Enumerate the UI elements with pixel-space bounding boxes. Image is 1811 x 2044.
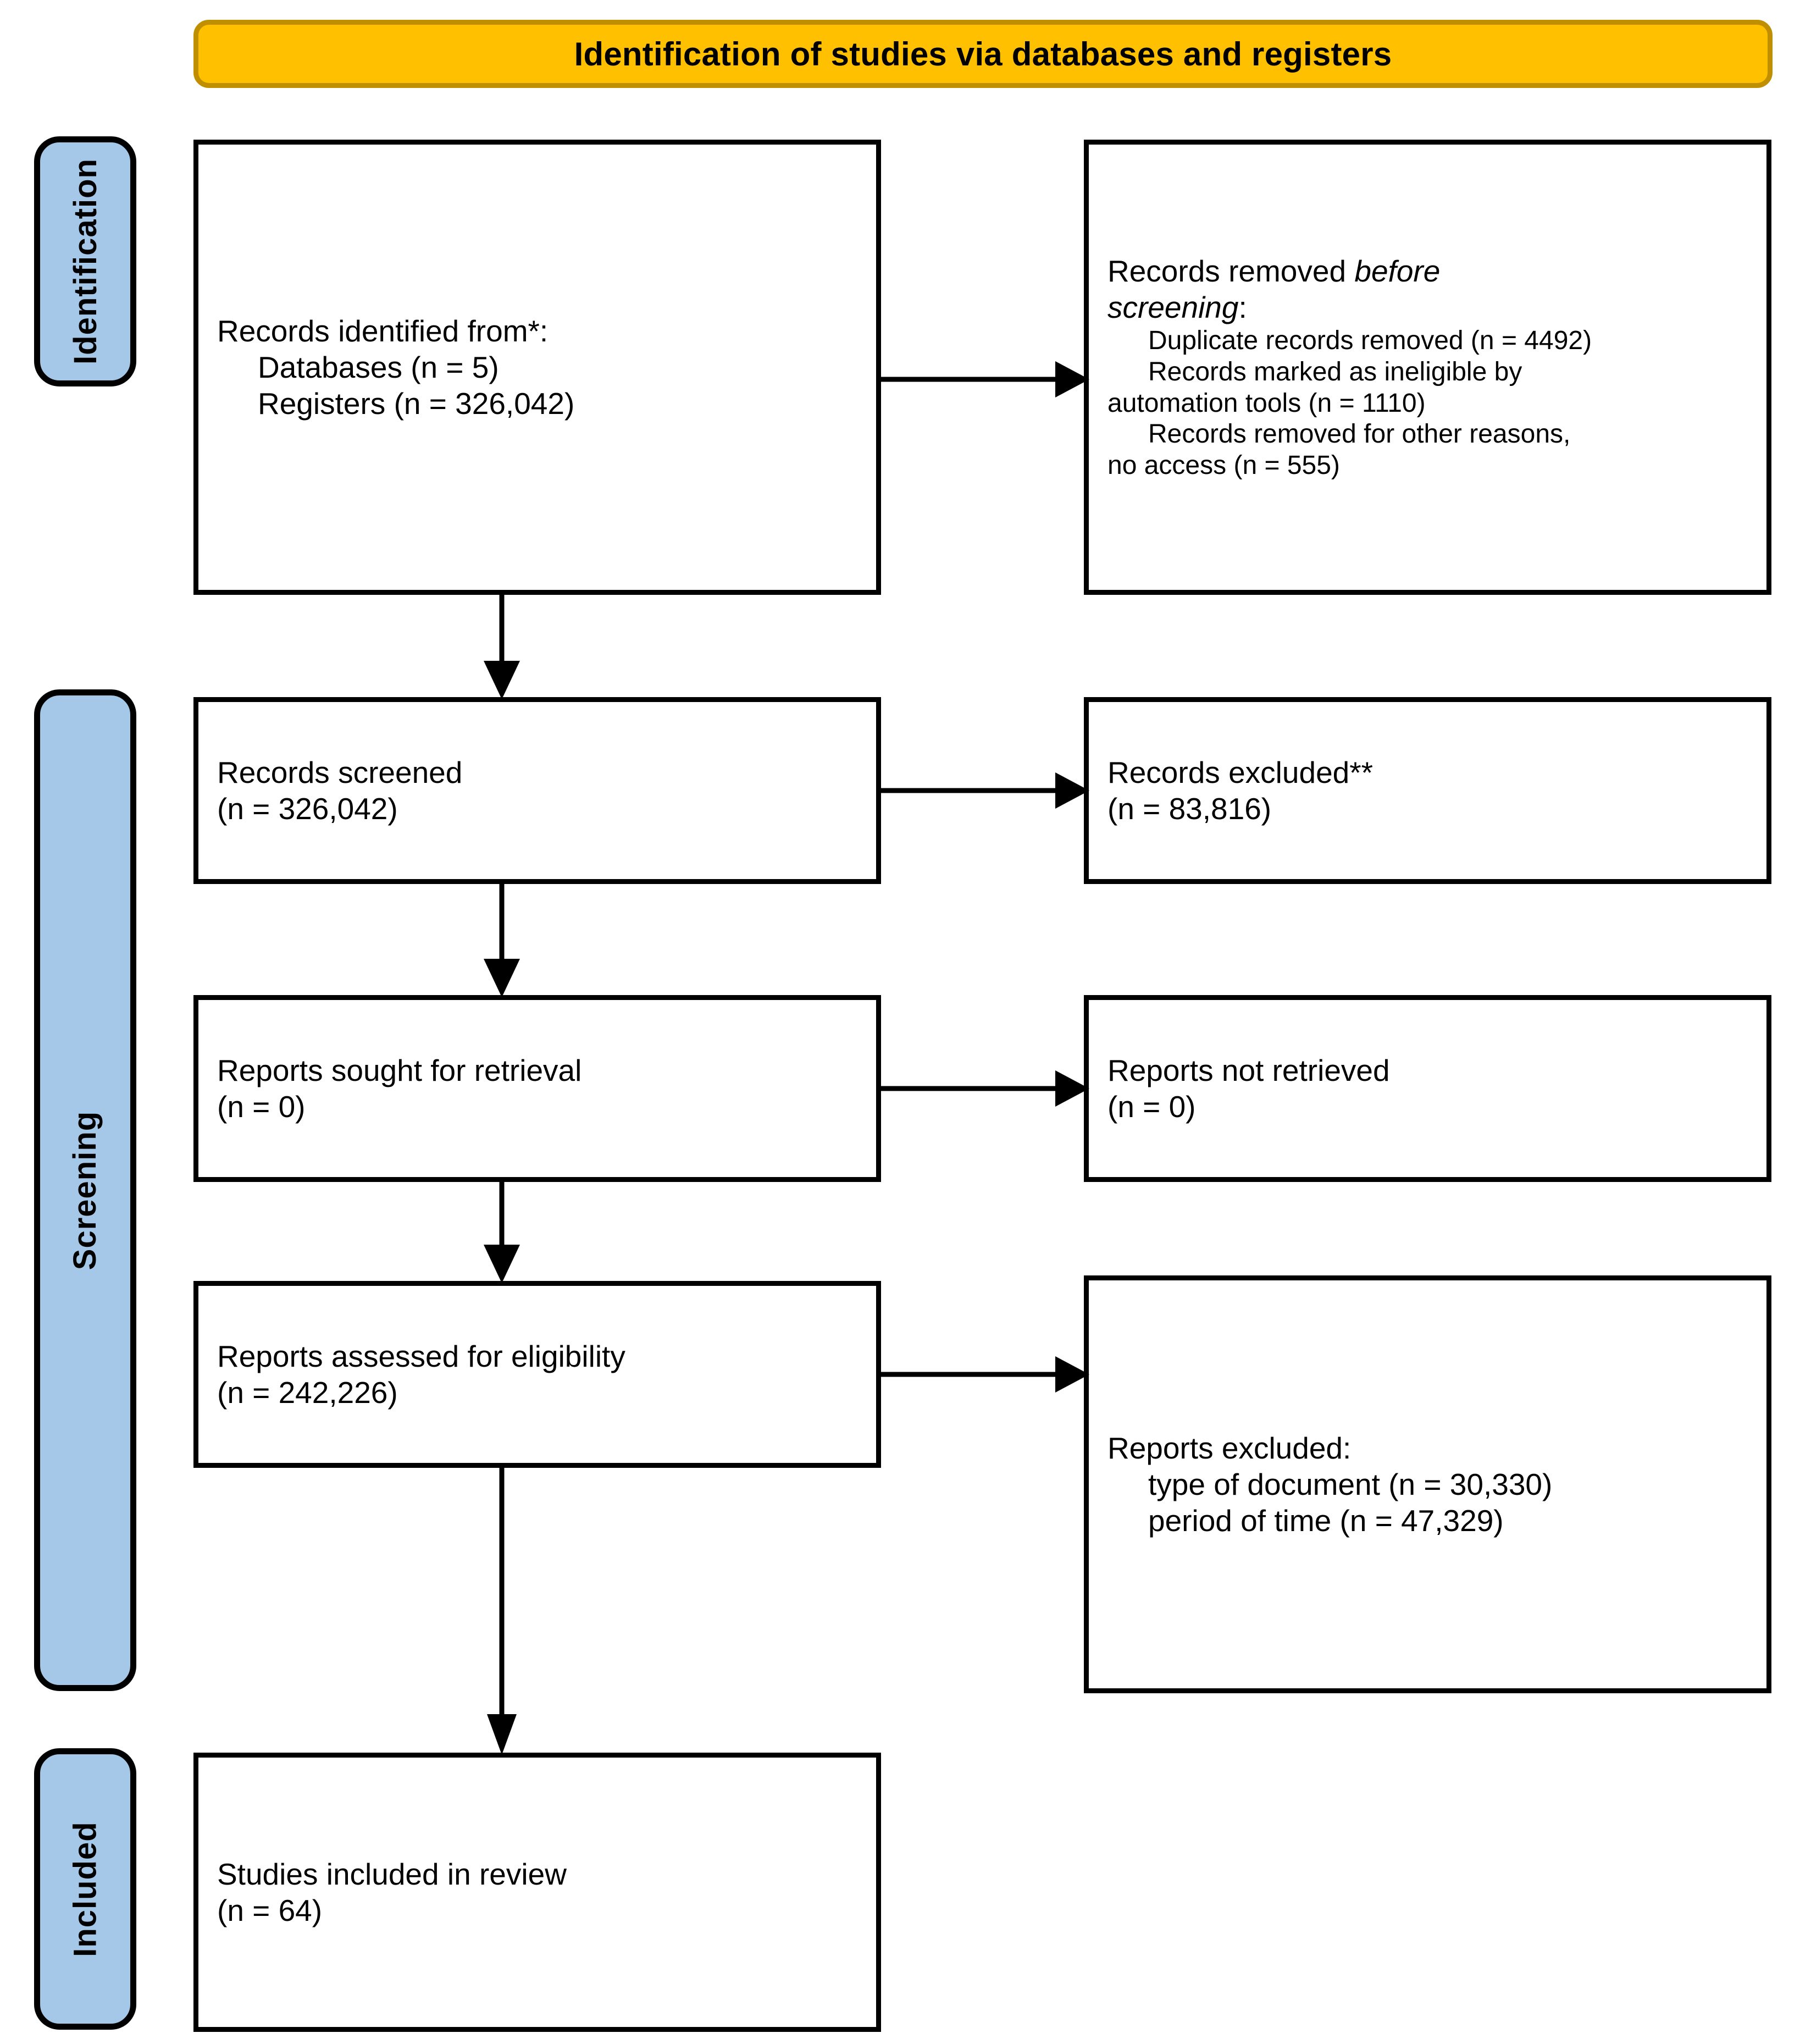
records-screened-label: Records screened bbox=[217, 755, 463, 789]
box-records-removed-before-screening: Records removed before screening: Duplic… bbox=[1084, 140, 1771, 595]
stage-label-identification-text: Identification bbox=[67, 158, 103, 364]
arrow-assessed-to-reports-excluded bbox=[879, 1350, 1089, 1399]
stage-label-screening-text: Screening bbox=[67, 1111, 103, 1270]
page-title: Identification of studies via databases … bbox=[574, 35, 1392, 73]
records-removed-ineligible-1: Records marked as ineligible by bbox=[1148, 357, 1522, 387]
stage-label-included-text: Included bbox=[67, 1821, 103, 1957]
records-removed-duplicates: Duplicate records removed (n = 4492) bbox=[1148, 326, 1592, 356]
records-removed-ineligible-2: automation tools (n = 1110) bbox=[1107, 388, 1426, 418]
arrow-sought-to-not-retrieved bbox=[879, 1064, 1089, 1113]
records-removed-title-line1: Records removed before bbox=[1107, 253, 1748, 289]
reports-excluded-type-of-document: type of document (n = 30,330) bbox=[1148, 1467, 1553, 1501]
reports-not-retrieved-label: Reports not retrieved bbox=[1107, 1053, 1390, 1087]
box-reports-assessed-for-eligibility: Reports assessed for eligibility (n = 24… bbox=[193, 1281, 881, 1468]
box-records-excluded: Records excluded** (n = 83,816) bbox=[1084, 697, 1771, 884]
records-removed-title-italic-1: before bbox=[1354, 254, 1441, 289]
records-removed-other-2: no access (n = 555) bbox=[1107, 450, 1340, 480]
arrow-assessed-to-included bbox=[477, 1468, 527, 1755]
stage-label-included: Included bbox=[34, 1748, 136, 2030]
reports-not-retrieved-count: (n = 0) bbox=[1107, 1090, 1196, 1124]
reports-sought-count: (n = 0) bbox=[217, 1090, 306, 1124]
arrow-identified-to-screened bbox=[477, 595, 527, 699]
diagram-header-banner: Identification of studies via databases … bbox=[193, 20, 1773, 88]
records-excluded-count: (n = 83,816) bbox=[1107, 792, 1272, 826]
arrow-identified-to-removed bbox=[879, 355, 1089, 404]
reports-assessed-count: (n = 242,226) bbox=[217, 1375, 398, 1410]
records-excluded-label: Records excluded** bbox=[1107, 755, 1374, 789]
box-records-identified: Records identified from*: Databases (n =… bbox=[193, 140, 881, 595]
records-identified-registers: Registers (n = 326,042) bbox=[258, 386, 575, 421]
arrow-sought-to-assessed bbox=[477, 1182, 527, 1283]
reports-assessed-label: Reports assessed for eligibility bbox=[217, 1339, 625, 1373]
stage-label-identification: Identification bbox=[34, 136, 136, 386]
stage-label-screening: Screening bbox=[34, 689, 136, 1691]
arrow-screened-to-sought bbox=[477, 884, 527, 997]
reports-sought-label: Reports sought for retrieval bbox=[217, 1053, 582, 1087]
box-reports-not-retrieved: Reports not retrieved (n = 0) bbox=[1084, 995, 1771, 1182]
box-reports-excluded-reasons: Reports excluded: type of document (n = … bbox=[1084, 1275, 1771, 1693]
records-removed-title-line2: screening: bbox=[1107, 289, 1748, 325]
studies-included-label: Studies included in review bbox=[217, 1857, 567, 1891]
box-records-screened: Records screened (n = 326,042) bbox=[193, 697, 881, 884]
records-screened-count: (n = 326,042) bbox=[217, 792, 398, 826]
box-reports-sought-for-retrieval: Reports sought for retrieval (n = 0) bbox=[193, 995, 881, 1182]
studies-included-count: (n = 64) bbox=[217, 1893, 323, 1927]
records-identified-title: Records identified from*: bbox=[217, 314, 549, 348]
records-removed-title-italic-2: screening bbox=[1107, 290, 1239, 325]
arrow-screened-to-excluded bbox=[879, 766, 1089, 815]
records-identified-databases: Databases (n = 5) bbox=[258, 350, 499, 384]
box-studies-included-in-review: Studies included in review (n = 64) bbox=[193, 1753, 881, 2032]
reports-excluded-title: Reports excluded: bbox=[1107, 1431, 1352, 1465]
reports-excluded-period-of-time: period of time (n = 47,329) bbox=[1148, 1504, 1504, 1538]
records-removed-title-post: : bbox=[1238, 290, 1247, 325]
records-removed-other-1: Records removed for other reasons, bbox=[1148, 419, 1571, 449]
records-removed-title-pre: Records removed bbox=[1107, 254, 1355, 289]
